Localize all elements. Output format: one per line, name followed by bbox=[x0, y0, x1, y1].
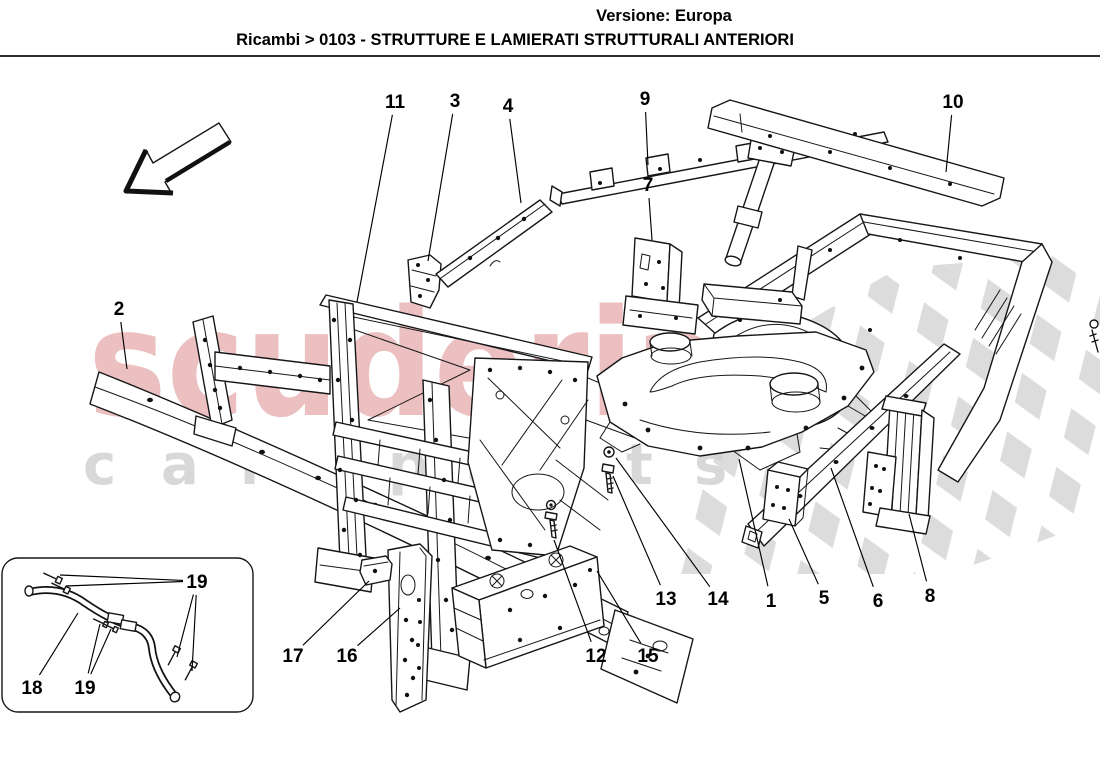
callout-16: 16 bbox=[336, 646, 357, 667]
callout-2: 2 bbox=[114, 299, 125, 320]
callout-8: 8 bbox=[925, 586, 936, 607]
leader-line-13 bbox=[612, 475, 661, 586]
part-crossmember-assembly bbox=[192, 315, 331, 447]
leader-line-19 bbox=[176, 594, 194, 658]
leader-line-2 bbox=[120, 321, 128, 370]
leader-line-4 bbox=[509, 118, 522, 204]
leader-line-11 bbox=[356, 114, 393, 303]
breadcrumb: Ricambi > 0103 - STRUTTURE E LAMIERATI S… bbox=[236, 31, 794, 49]
part-19-bolts bbox=[43, 572, 199, 681]
fixing-bolts bbox=[544, 319, 1099, 539]
leader-line-15 bbox=[596, 570, 642, 644]
part-11-main-frame bbox=[314, 294, 641, 691]
leader-line-19 bbox=[87, 623, 101, 674]
leader-line-19 bbox=[90, 628, 112, 675]
callout-14: 14 bbox=[707, 589, 729, 610]
leader-line-9 bbox=[645, 111, 649, 166]
part-18-stay-rod bbox=[24, 585, 181, 703]
leader-line-1 bbox=[738, 458, 769, 587]
part-16-bracket bbox=[387, 543, 433, 713]
callout-7: 7 bbox=[643, 175, 654, 196]
callout-1: 1 bbox=[766, 591, 777, 612]
leader-line-8 bbox=[908, 513, 928, 582]
leader-line-10 bbox=[945, 114, 953, 173]
direction-arrow-icon bbox=[123, 122, 232, 196]
part-1-subframe bbox=[596, 331, 875, 457]
part-8-pillar bbox=[862, 395, 935, 535]
part-5-bracket bbox=[762, 461, 809, 527]
part-10-blade bbox=[707, 99, 1005, 207]
leader-line-18 bbox=[38, 612, 79, 676]
header-divider bbox=[0, 55, 1100, 57]
callout-11: 11 bbox=[385, 92, 406, 113]
leader-line-19 bbox=[59, 574, 184, 581]
part-17-block bbox=[359, 555, 393, 586]
leader-line-17 bbox=[302, 580, 370, 646]
callout-6: 6 bbox=[873, 591, 884, 612]
leader-line-5 bbox=[788, 518, 819, 585]
leader-line-3 bbox=[427, 113, 454, 262]
callout-13: 13 bbox=[655, 589, 676, 610]
leader-line-6 bbox=[830, 467, 874, 587]
callout-17: 17 bbox=[282, 646, 303, 667]
part-6-beam bbox=[741, 343, 961, 549]
part-3-bracket bbox=[407, 254, 442, 309]
callout-9: 9 bbox=[640, 89, 651, 110]
leader-line-12 bbox=[553, 539, 592, 642]
callout-18: 18 bbox=[21, 678, 42, 699]
callout-4: 4 bbox=[503, 96, 514, 117]
leader-line-19 bbox=[191, 594, 197, 672]
callout-15: 15 bbox=[637, 646, 659, 667]
pillar-strut-tube bbox=[724, 133, 797, 267]
inset-box bbox=[1, 557, 254, 713]
version-label: Versione: Europa bbox=[596, 7, 732, 25]
leader-line-7 bbox=[648, 197, 653, 241]
leader-line-16 bbox=[357, 607, 401, 647]
leader-line-14 bbox=[615, 457, 711, 588]
callout-19: 19 bbox=[186, 572, 207, 593]
callout-19: 19 bbox=[74, 678, 95, 699]
leader-line-19 bbox=[65, 580, 184, 587]
callout-10: 10 bbox=[942, 92, 963, 113]
callout-12: 12 bbox=[585, 646, 606, 667]
part-4-rail bbox=[435, 199, 553, 288]
callout-3: 3 bbox=[450, 91, 461, 112]
part-7-bracket bbox=[622, 237, 699, 335]
callout-5: 5 bbox=[819, 588, 830, 609]
